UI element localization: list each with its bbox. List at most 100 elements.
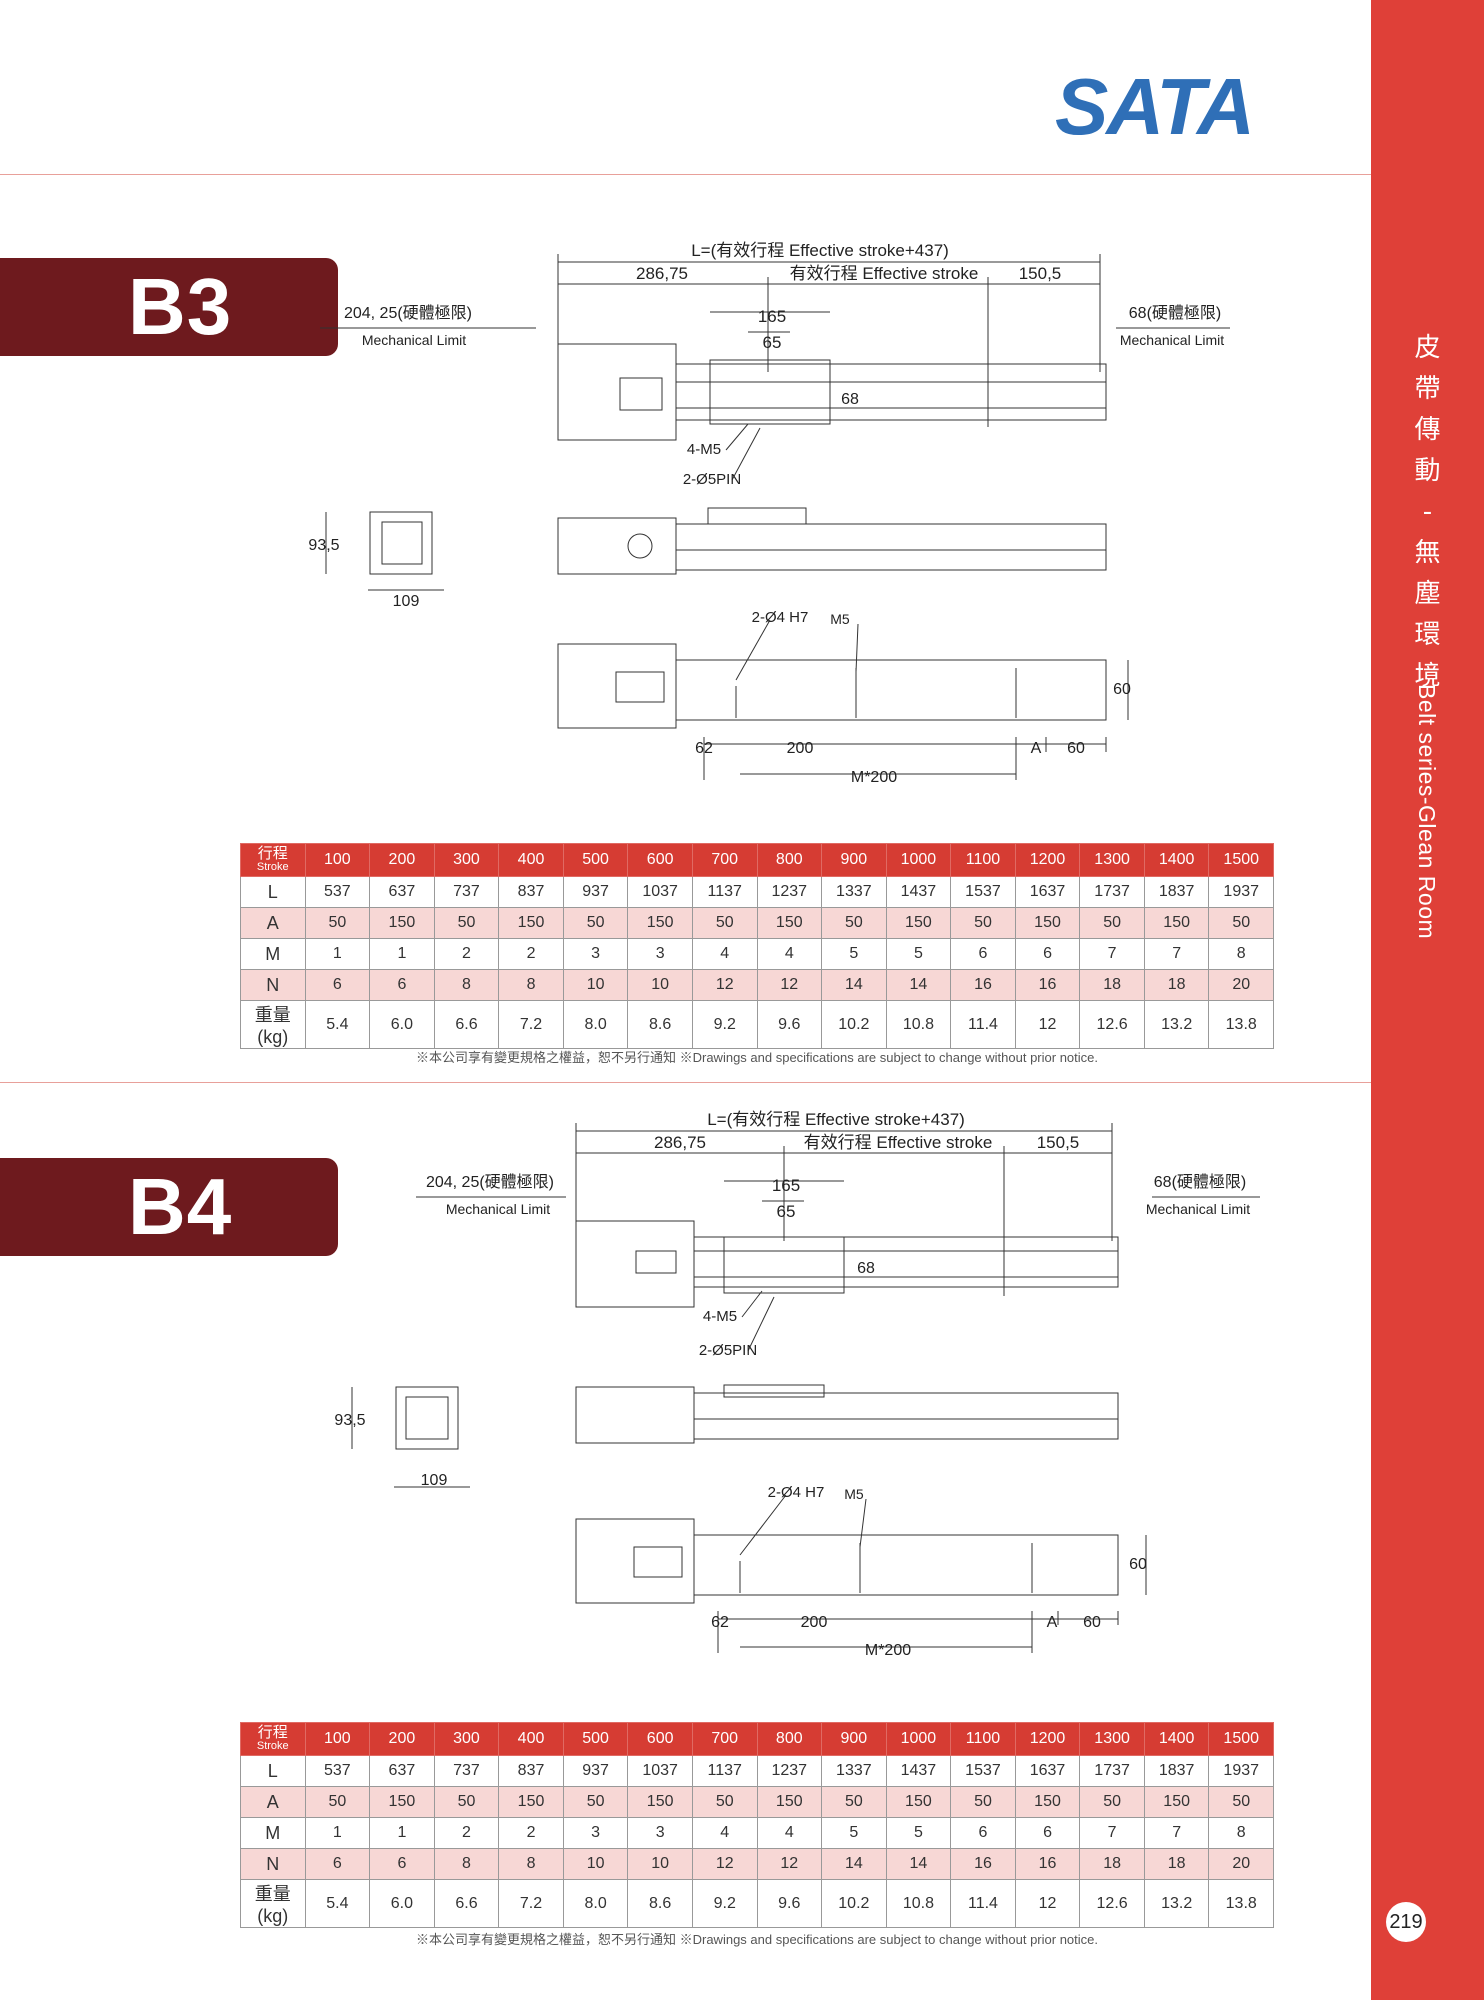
table-cell: 150 [1143, 907, 1210, 939]
table-cell: 16 [950, 1848, 1016, 1880]
technical-drawing: L=(有效行程 Effective stroke+437) 286,75 有效行… [334, 1110, 1260, 1659]
table-cell: 50 [433, 907, 500, 939]
table-cell: 150 [885, 907, 952, 939]
dim-60-vertical: 60 [1113, 681, 1131, 698]
table-row: A 50 150 50 150 50 150 50 150 50 150 50 … [240, 1786, 1274, 1818]
table-row: 重量(kg) 5.4 6.0 6.6 7.2 8.0 8.6 9.2 9.6 1… [240, 1879, 1274, 1928]
dim-200: 200 [787, 740, 814, 757]
dim-200: 200 [801, 1614, 828, 1631]
table-cell: 12.6 [1079, 1000, 1145, 1049]
stroke-cell: 500 [562, 843, 629, 877]
table-cell: 1 [304, 1817, 371, 1849]
side-char: 境 [1414, 661, 1441, 691]
brand-logo: SATA [1055, 70, 1255, 142]
table-cell: 837 [498, 876, 564, 908]
table-cell: 150 [756, 907, 823, 939]
stroke-cell: 1300 [1079, 1722, 1145, 1756]
table-cell: 50 [950, 907, 1016, 939]
table-cell: 6 [1014, 938, 1081, 970]
table-cell: 14 [885, 969, 952, 1001]
table-cell: 50 [1208, 1786, 1274, 1818]
table-cell: 14 [821, 969, 887, 1001]
dim-left: 286,75 [636, 264, 688, 283]
dim-pitch: M*200 [851, 769, 897, 786]
table-cell: 9.2 [691, 1000, 758, 1049]
side-char: 塵 [1414, 579, 1441, 609]
stroke-cell: 1200 [1014, 1722, 1081, 1756]
row-label: A [240, 1786, 306, 1818]
dim-width: 109 [393, 593, 420, 610]
row-label: L [240, 876, 306, 908]
table-row: L 537 637 737 837 937 1037 1137 1237 133… [240, 876, 1274, 908]
stroke-cell: 300 [433, 1722, 500, 1756]
table-cell: 6 [304, 1848, 371, 1880]
stroke-cell: 1500 [1208, 843, 1274, 877]
table-cell: 50 [1079, 907, 1145, 939]
stroke-cell: 200 [369, 843, 435, 877]
stroke-cell: 1400 [1143, 843, 1210, 877]
dim-a: A [1047, 1614, 1058, 1631]
stroke-cell: 1500 [1208, 1722, 1274, 1756]
table-cell: 13.2 [1143, 1000, 1210, 1049]
stroke-cell: 400 [498, 1722, 564, 1756]
table-cell: 1337 [821, 876, 887, 908]
stroke-cell: 100 [304, 1722, 371, 1756]
table-cell: 5.4 [304, 1000, 371, 1049]
table-cell: 2 [433, 1817, 500, 1849]
table-cell: 1437 [885, 876, 952, 908]
table-cell: 7 [1143, 1817, 1210, 1849]
table-cell: 150 [627, 907, 693, 939]
table-cell: 12 [691, 1848, 758, 1880]
table-cell: 1237 [756, 1755, 823, 1787]
table-cell: 10.8 [885, 1000, 952, 1049]
stroke-cell: 1200 [1014, 843, 1081, 877]
stroke-cell: 500 [562, 1722, 629, 1756]
dim-165: 165 [758, 307, 786, 326]
stroke-cell: 900 [821, 1722, 887, 1756]
table-cell: 7 [1079, 1817, 1145, 1849]
table-cell: 150 [627, 1786, 693, 1818]
dim-165: 165 [772, 1176, 800, 1195]
table-cell: 937 [562, 876, 629, 908]
dim-62: 62 [695, 740, 713, 757]
dim-width: 109 [421, 1472, 448, 1489]
table-row: M 1 1 2 2 3 3 4 4 5 5 6 6 7 7 8 [240, 938, 1274, 970]
table-cell: 10.2 [821, 1879, 887, 1928]
table-cell: 737 [433, 876, 500, 908]
stroke-cell: 1000 [885, 1722, 952, 1756]
table-cell: 1537 [950, 876, 1016, 908]
dim-left: 286,75 [654, 1133, 706, 1152]
table-cell: 3 [562, 938, 629, 970]
dim-65: 65 [777, 1202, 796, 1221]
table-cell: 5 [821, 938, 887, 970]
table-row: 重量(kg) 5.4 6.0 6.6 7.2 8.0 8.6 9.2 9.6 1… [240, 1000, 1274, 1049]
side-char: 帶 [1414, 374, 1441, 404]
mech-left-value: 204, 25(硬體極限) [426, 1173, 554, 1191]
row-label: M [240, 1817, 306, 1849]
table-cell: 1237 [756, 876, 823, 908]
table-cell: 2 [498, 1817, 564, 1849]
table-cell: 9.6 [756, 1879, 823, 1928]
table-cell: 10 [562, 969, 629, 1001]
table-cell: 150 [1014, 907, 1081, 939]
table-cell: 8 [498, 1848, 564, 1880]
mech-left-value: 204, 25(硬體極限) [344, 304, 472, 322]
table-row: L 537 637 737 837 937 1037 1137 1237 133… [240, 1755, 1274, 1787]
dim-60-horizontal: 60 [1067, 740, 1085, 757]
table-cell: 1937 [1208, 1755, 1274, 1787]
table-cell: 16 [1014, 969, 1081, 1001]
label-m5: M5 [844, 1486, 864, 1502]
mech-right-value: 68(硬體極限) [1154, 1173, 1246, 1191]
dim-overall: L=(有效行程 Effective stroke+437) [707, 1110, 965, 1129]
table-cell: 150 [756, 1786, 823, 1818]
table-cell: 10 [562, 1848, 629, 1880]
model-tab-b4: B4 [0, 1158, 338, 1256]
technical-drawing: L=(有效行程 Effective stroke+437) 286,75 有效行… [308, 241, 1230, 786]
side-title-cjk: 皮 帶 傳 動 - 無 塵 環 境 [1371, 328, 1484, 697]
side-char: - [1422, 497, 1433, 527]
dim-height: 93,5 [334, 1412, 365, 1429]
row-label: A [240, 907, 306, 939]
table-cell: 6 [950, 1817, 1016, 1849]
table-cell: 6 [304, 969, 371, 1001]
table-cell: 18 [1143, 969, 1210, 1001]
